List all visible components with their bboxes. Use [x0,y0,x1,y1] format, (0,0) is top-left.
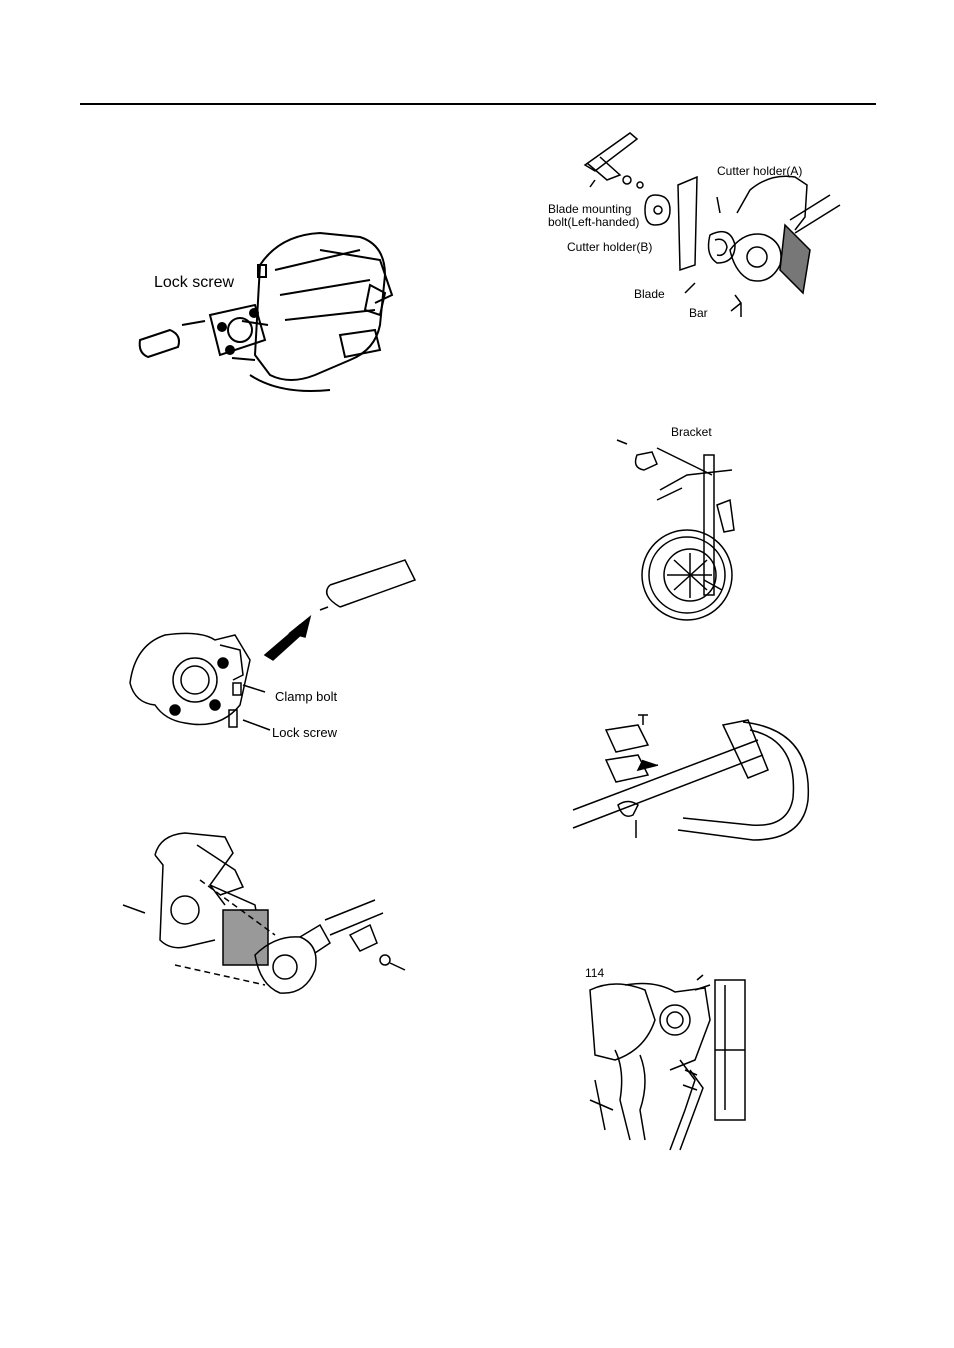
gear-case-figure: Clamp bolt Lock screw [125,555,425,745]
header-rule [80,103,876,105]
bar-label: Bar [689,306,708,320]
guard-assembly-figure [115,825,415,1015]
cutter-holder-a-label: Cutter holder(A) [717,164,803,178]
gearcase-lock-screw-label: Lock screw [272,725,338,740]
handle-illustration [568,710,828,850]
clamp-bolt-label: Clamp bolt [275,689,338,704]
blade-bolt-label-line2: bolt(Left-handed) [548,215,640,229]
wheel-bracket-illustration [612,420,752,630]
carburetor-number-label: 114 [585,966,605,980]
gear-case-illustration [125,555,425,745]
cutter-holder-b-label: Cutter holder(B) [567,240,653,254]
engine-figure: Lock screw [130,225,410,400]
blade-assembly-illustration [545,125,845,330]
blade-bolt-label-line1: Blade mounting [548,202,632,216]
wheel-bracket-figure: Bracket [612,420,752,630]
engine-illustration [130,225,410,400]
carburetor-figure: 114 [585,960,755,1150]
blade-label: Blade [634,287,665,301]
guard-assembly-illustration [115,825,415,1015]
bracket-label: Bracket [671,425,712,439]
handle-figure [568,710,828,850]
engine-lock-screw-label: Lock screw [154,274,235,291]
blade-assembly-figure: Cutter holder(A) Blade mounting bolt(Lef… [545,125,845,330]
carburetor-illustration [585,960,755,1150]
